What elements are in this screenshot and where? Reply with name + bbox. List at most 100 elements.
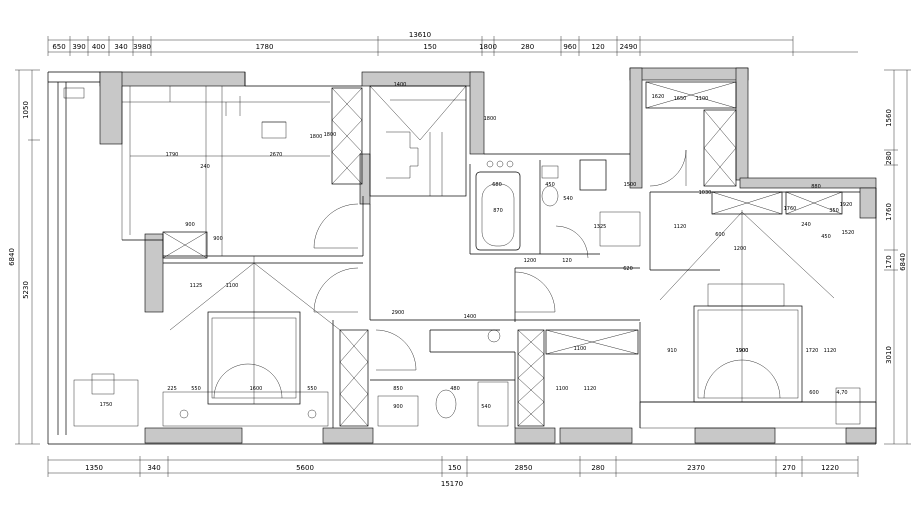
room-dimension-label: 1120 (584, 386, 597, 392)
room-dimension-label: 1760 (784, 206, 797, 212)
room-dimension-label: 1200 (524, 258, 537, 264)
bathroom-top (475, 159, 641, 259)
top-segment-dimension: 1800 (479, 43, 497, 51)
room-dimension-label: 620 (623, 266, 633, 272)
room-dimension-label: 4,70 (836, 390, 847, 396)
room-dimension-label: 900 (393, 404, 403, 410)
door-swings (313, 149, 687, 371)
room-dimension-label: 2900 (392, 310, 405, 316)
right-segment-2: 280 (885, 151, 893, 164)
structural-walls (99, 67, 877, 444)
room-dimension-label: 1325 (594, 224, 607, 230)
top-segment-dimension: 120 (591, 43, 604, 51)
top-segment-dimension: 3980 (133, 43, 151, 51)
room-dimension-label: 600 (809, 390, 819, 396)
top-segment-dimension: 150 (423, 43, 436, 51)
outer-walls (47, 71, 877, 445)
beds (169, 210, 835, 405)
wardrobe-box (162, 231, 208, 259)
bottom-segment-dimension: 150 (448, 464, 461, 472)
bottom-segment-dimension: 1350 (85, 464, 103, 472)
wardrobe-units (162, 81, 843, 427)
room-dimension-label: 1400 (394, 82, 407, 88)
room-dimension-label: 1750 (100, 402, 113, 408)
staircase (369, 85, 467, 197)
right-dimension-chain: 1560 280 1760 170 3010 6840 (884, 69, 911, 445)
room-dimension-label: 900 (213, 236, 223, 242)
bottom-segment-dimension: 2370 (687, 464, 705, 472)
right-segment-3: 1760 (885, 203, 893, 221)
room-dimension-label: 900 (185, 222, 195, 228)
bottom-segment-dimension: 280 (591, 464, 604, 472)
room-dimension-label: 1120 (824, 348, 837, 354)
top-segment-dimension: 2490 (620, 43, 638, 51)
room-dimension-label: 350 (829, 208, 839, 214)
right-segment-5: 3010 (885, 346, 893, 364)
room-dimension-label: 480 (450, 386, 460, 392)
interior-partitions (122, 160, 876, 428)
left-segment-1: 1050 (22, 101, 30, 119)
room-dimension-labels: 1790 2670 240 1800 900 900 1125 1100 2900 1400 110… (100, 82, 855, 410)
wardrobe-box (339, 329, 369, 427)
bottom-segment-dimension: 340 (147, 464, 160, 472)
top-segment-dimension: 960 (563, 43, 576, 51)
right-segment-4: 170 (885, 255, 893, 268)
top-segment-dimension: 390 (72, 43, 85, 51)
room-dimension-label: 1100 (556, 386, 569, 392)
top-segment-dimension: 280 (521, 43, 534, 51)
room-dimension-label: 1800 (310, 134, 323, 140)
wardrobe-box (703, 109, 737, 187)
top-overall-dimension: 13610 (409, 31, 431, 39)
wardrobe-box (331, 87, 363, 185)
room-dimension-label: 600 (715, 232, 725, 238)
room-dimension-label: 680 (492, 182, 502, 188)
room-dimension-label: 1650 (674, 96, 687, 102)
room-dimension-label: 1900 (736, 348, 749, 354)
room-dimension-label: 1120 (674, 224, 687, 230)
room-dimension-label: 1600 (250, 386, 263, 392)
bottom-segment-dimension: 1220 (821, 464, 839, 472)
bottom-segment-dimension: 5600 (296, 464, 314, 472)
top-segment-dimension: 1780 (256, 43, 274, 51)
room-dimension-label: 870 (493, 208, 503, 214)
room-dimension-label: 1900 (736, 348, 749, 354)
room-dimension-label: 240 (801, 222, 811, 228)
room-dimension-label: 1620 (652, 94, 665, 100)
room-dimension-label: 1400 (464, 314, 477, 320)
top-segment-dimension: 340 (114, 43, 127, 51)
room-dimension-label: 550 (307, 386, 317, 392)
room-dimension-label: 1520 (842, 230, 855, 236)
room-dimension-label: 2670 (270, 152, 283, 158)
room-dimension-label: 1720 (806, 348, 819, 354)
left-segment-2: 5230 (22, 281, 30, 299)
right-overall-dimension: 6840 (899, 253, 907, 271)
bottom-segment-dimension: 270 (782, 464, 795, 472)
room-dimension-label: 850 (393, 386, 403, 392)
room-dimension-label: 450 (821, 234, 831, 240)
bathroom-bottom (377, 329, 509, 427)
room-dimension-label: 1030 (699, 190, 712, 196)
left-dimension-chain: 6840 1050 5230 (8, 69, 40, 445)
room-dimension-label: 225 (167, 386, 177, 392)
wardrobe-box (711, 191, 783, 215)
wardrobe-box (517, 329, 545, 427)
room-dimension-label: 540 (481, 404, 491, 410)
room-dimension-label: 550 (191, 386, 201, 392)
wardrobe-box (785, 191, 843, 215)
wardrobe-box (645, 81, 737, 109)
room-dimension-label: 1125 (190, 283, 203, 289)
room-dimension-label: 1100 (226, 283, 239, 289)
room-dimension-label: 1500 (624, 182, 637, 188)
room-dimension-label: 1200 (734, 246, 747, 252)
master-room-furniture (63, 86, 877, 429)
room-dimension-label: 1100 (574, 346, 587, 352)
room-dimension-label: 1790 (166, 152, 179, 158)
left-overall-dimension: 6840 (8, 248, 16, 266)
room-dimension-label: 1100 (696, 96, 709, 102)
top-segment-dimension: 400 (92, 43, 105, 51)
bottom-overall-dimension: 15170 (441, 480, 463, 488)
room-dimension-label: 120 (562, 258, 572, 264)
